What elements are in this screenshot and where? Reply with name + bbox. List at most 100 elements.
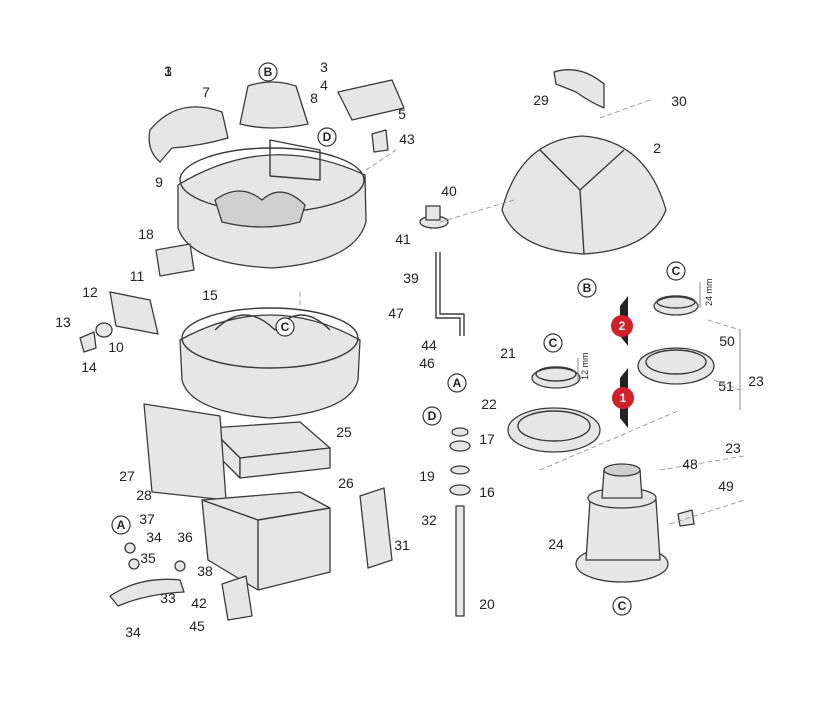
part-label-45: 45 (189, 618, 205, 634)
svg-text:B: B (583, 281, 592, 295)
assembly-lines (299, 99, 745, 525)
cap-part-13 (79, 331, 97, 353)
part-label-48: 48 (682, 456, 698, 472)
ref-letter-c-ring-21: C (543, 333, 563, 353)
part-label-32: 32 (421, 512, 437, 528)
svg-text:A: A (117, 518, 126, 532)
upper-housing-part-9 (177, 139, 367, 269)
dimension-12mm: 12 mm (577, 352, 590, 382)
part-label-44: 44 (421, 337, 437, 353)
part-label-8: 8 (310, 90, 318, 106)
part-label-28: 28 (136, 487, 152, 503)
part-label-14: 14 (81, 359, 97, 375)
screw-part-49 (677, 509, 695, 527)
part-label-51: 51 (718, 378, 734, 394)
ref-letter-d-top: D (317, 127, 337, 147)
svg-text:24 mm: 24 mm (704, 278, 714, 306)
dimension-24mm: 24 mm (699, 278, 714, 308)
part-label-2: 2 (653, 140, 661, 156)
valve-parts-16-17-19 (449, 427, 471, 496)
part-label-38: 38 (197, 563, 213, 579)
svg-text:C: C (618, 599, 627, 613)
part-label-20: 20 (479, 596, 495, 612)
float-rod-part-20 (455, 505, 465, 617)
plate-part-12 (109, 291, 159, 335)
handle-assembly-part-33 (109, 542, 186, 607)
part-label-24: 24 (548, 536, 564, 552)
ref-letter-b-right: B (577, 278, 597, 298)
svg-text:D: D (323, 130, 332, 144)
part-label-26: 26 (338, 475, 354, 491)
part-label-16: 16 (479, 484, 495, 500)
part-label-46: 46 (419, 355, 435, 371)
part-label-27: 27 (119, 468, 135, 484)
rod-part-39 (435, 252, 465, 336)
part-label-25: 25 (336, 424, 352, 440)
ref-letter-c-motor: C (612, 596, 632, 616)
part-label-23: 23 (725, 440, 741, 456)
part-label-9: 9 (155, 174, 163, 190)
part-label-1: 1 (164, 63, 172, 79)
part-label-33: 33 (160, 590, 176, 606)
part-label-34: 34 (146, 529, 162, 545)
bracket-part-31 (359, 487, 393, 569)
svg-text:D: D (428, 409, 437, 423)
part-label-15: 15 (202, 287, 218, 303)
latch-part-42 (221, 575, 253, 621)
ref-letter-c-ring-50: C (666, 261, 686, 281)
part-label-11: 11 (130, 268, 145, 284)
part-label-40: 40 (441, 183, 457, 199)
motor-part-24 (575, 463, 669, 583)
part-label-23: 23 (748, 373, 764, 389)
disc-part-41 (419, 205, 449, 229)
ref-letter-c-middle: C (275, 317, 295, 337)
part-label-37: 37 (139, 511, 155, 527)
part-label-35: 35 (140, 550, 156, 566)
motor-cover-part-1 (501, 135, 667, 255)
bracket-part-18 (155, 243, 195, 277)
part-label-39: 39 (403, 270, 419, 286)
part-label-41: 41 (395, 231, 411, 247)
part-label-17: 17 (479, 431, 495, 447)
ref-letter-a-handle: A (111, 515, 131, 535)
svg-text:12 mm: 12 mm (580, 352, 590, 380)
part-label-42: 42 (191, 595, 207, 611)
svg-text:2: 2 (619, 319, 626, 333)
seal-part-51 (637, 347, 715, 385)
part-label-29: 29 (533, 92, 549, 108)
svg-text:C: C (672, 264, 681, 278)
part-label-3: 3 (164, 63, 172, 79)
svg-text:B: B (264, 65, 273, 79)
middle-housing-part-15 (179, 307, 361, 419)
part-label-36: 36 (177, 529, 193, 545)
callout-marker-2: 2 (611, 296, 633, 346)
part-label-50: 50 (719, 333, 735, 349)
callout-marker-1: 1 (612, 368, 634, 428)
part-label-4: 4 (320, 77, 328, 93)
part-label-7: 7 (202, 84, 210, 100)
seal-ring-part-21 (531, 366, 581, 389)
part-label-10: 10 (108, 339, 124, 355)
part-label-22: 22 (481, 396, 497, 412)
part-label-47: 47 (388, 305, 404, 321)
ref-letter-d-shaft: D (422, 406, 442, 426)
part-label-19: 19 (419, 468, 435, 484)
part-label-3: 3 (320, 59, 328, 75)
knob-part-10 (95, 322, 113, 338)
part-label-5: 5 (398, 106, 406, 122)
svg-text:1: 1 (620, 391, 627, 405)
handle-part-29 (553, 69, 605, 109)
dirt-bin-part-26 (201, 491, 331, 591)
svg-text:A: A (453, 376, 462, 390)
svg-text:C: C (281, 320, 290, 334)
seal-ring-part-22 (507, 407, 601, 453)
panel-part-27 (143, 403, 227, 501)
ref-letter-b-top: B (258, 62, 278, 82)
svg-text:C: C (549, 336, 558, 350)
part-label-49: 49 (718, 478, 734, 494)
part-label-30: 30 (671, 93, 687, 109)
part-label-13: 13 (55, 314, 71, 330)
ref-letter-a-shaft: A (447, 373, 467, 393)
